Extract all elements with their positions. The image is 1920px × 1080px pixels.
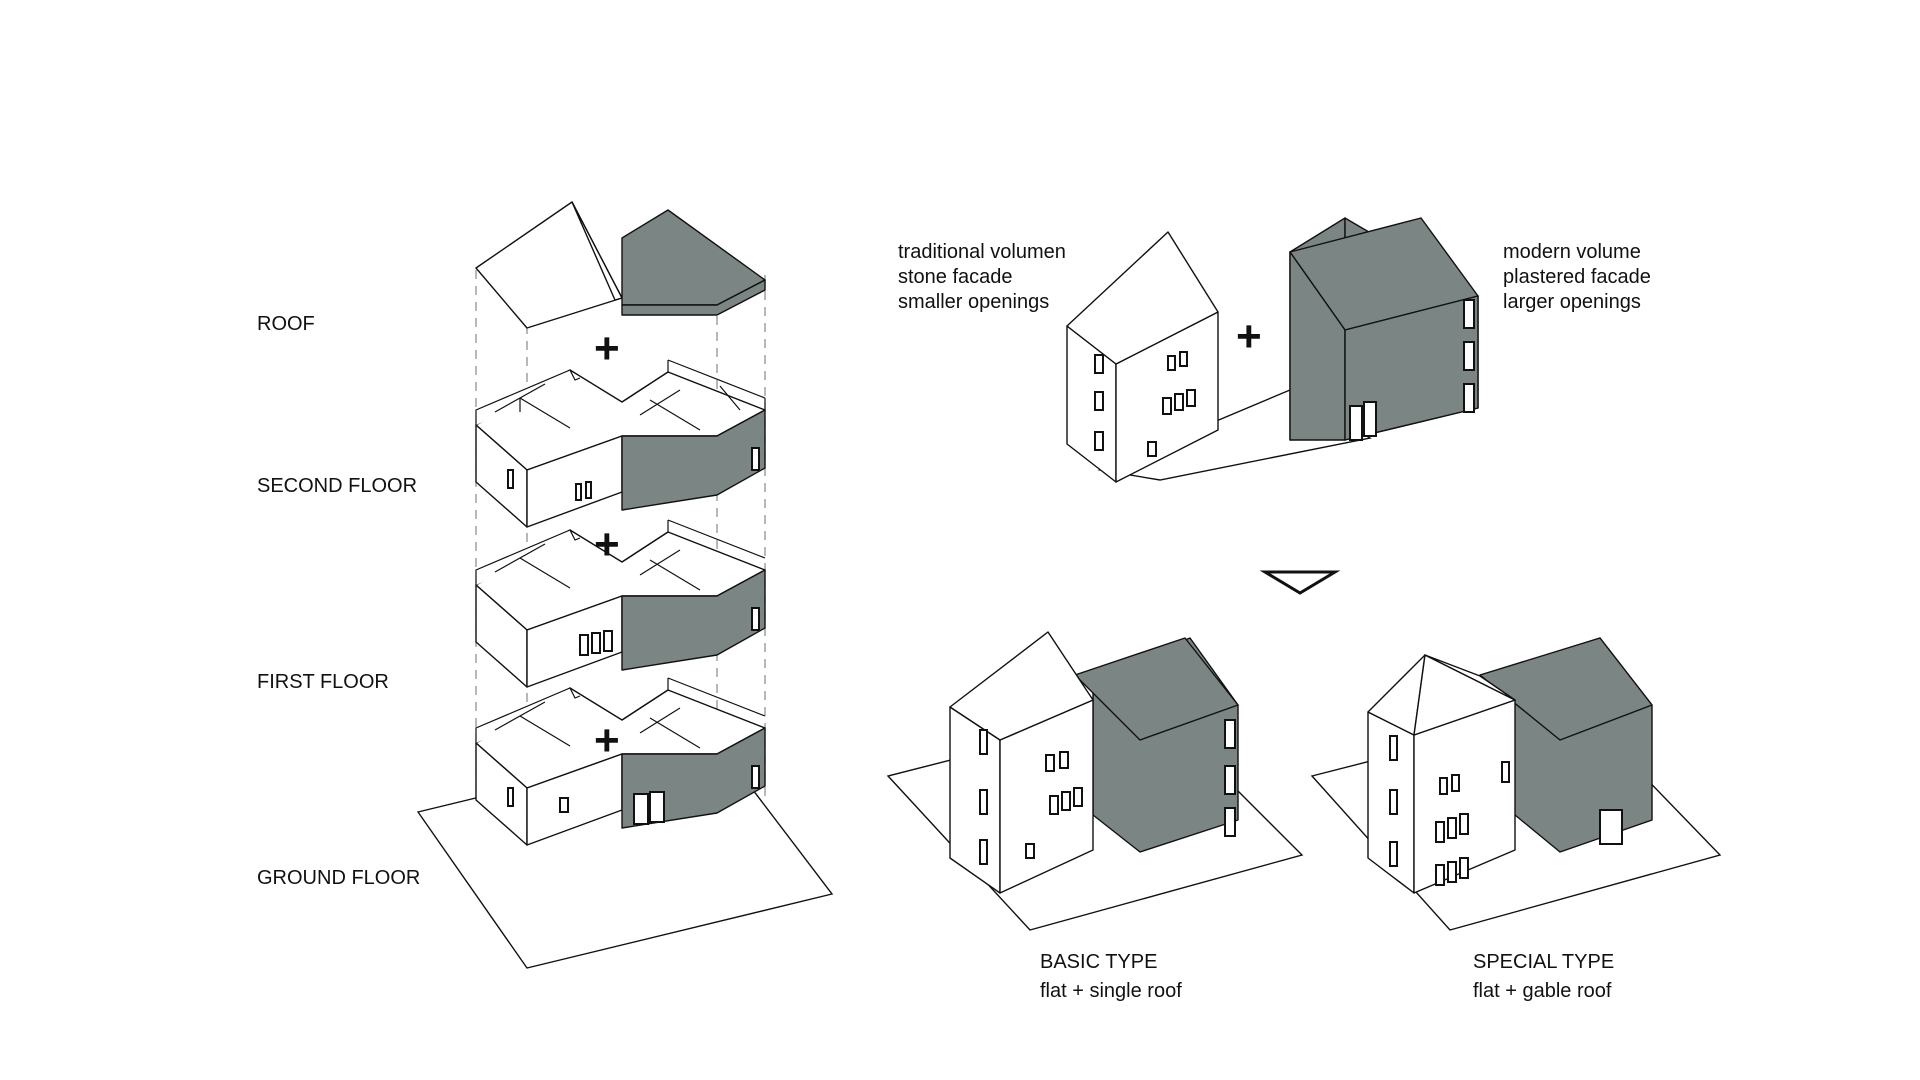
modern-wall xyxy=(621,409,766,511)
modern-line-2: plastered facade xyxy=(1503,266,1651,288)
traditional-line-1: traditional volumen xyxy=(898,241,1066,263)
ground-floor-layer xyxy=(416,677,834,969)
roof-layer xyxy=(475,201,766,329)
basic-type-caption: BASIC TYPE flat + single roof xyxy=(1040,950,1182,1004)
plus-sign-2: + xyxy=(594,520,620,569)
volumes-composition xyxy=(1066,217,1479,483)
basic-type-drawing xyxy=(886,631,1304,931)
basic-type-title: BASIC TYPE xyxy=(1040,951,1158,973)
special-type-title: SPECIAL TYPE xyxy=(1473,951,1615,973)
layer-label-first-floor: FIRST FLOOR xyxy=(257,671,389,693)
basic-type-subtitle: flat + single roof xyxy=(1040,980,1182,1002)
traditional-roof-gable xyxy=(571,201,623,301)
traditional-line-3: smaller openings xyxy=(898,291,1050,313)
traditional-line-2: stone facade xyxy=(898,266,1013,288)
layer-label-ground-floor: GROUND FLOOR xyxy=(257,867,421,889)
transform-arrow-icon xyxy=(1259,570,1341,595)
modern-volume-right xyxy=(1344,295,1479,441)
first-floor-layer xyxy=(475,519,766,688)
traditional-volume-description: traditional volumen stone facade smaller… xyxy=(898,240,1066,315)
layer-label-roof: ROOF xyxy=(257,313,315,335)
special-type-drawing xyxy=(1310,637,1722,931)
second-floor-layer xyxy=(475,359,766,528)
layer-label-second-floor: SECOND FLOOR xyxy=(257,475,418,497)
modern-line-1: modern volume xyxy=(1503,241,1641,263)
plus-sign-3: + xyxy=(594,716,620,765)
traditional-volume-roof xyxy=(1066,231,1219,365)
special-type-subtitle: flat + gable roof xyxy=(1473,980,1612,1002)
plus-sign-1: + xyxy=(594,324,620,373)
modern-volume-description: modern volume plastered facade larger op… xyxy=(1503,240,1651,315)
special-type-caption: SPECIAL TYPE flat + gable roof xyxy=(1473,950,1614,1004)
plus-sign-volumes: + xyxy=(1236,312,1262,361)
modern-line-3: larger openings xyxy=(1503,291,1641,313)
